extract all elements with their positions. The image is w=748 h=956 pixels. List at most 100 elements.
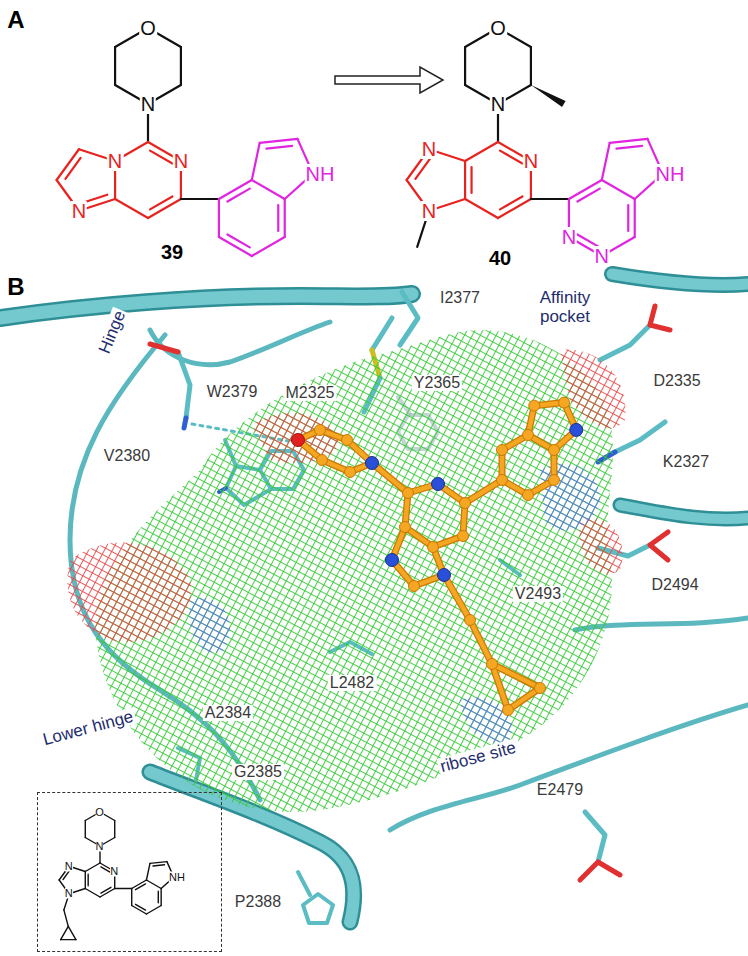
atom-label: NH — [169, 871, 185, 882]
pocket-surface-mesh — [189, 598, 230, 653]
residue-sticks — [298, 872, 310, 895]
ligand-atom — [342, 435, 353, 446]
chemical-bond — [218, 199, 220, 237]
residue-label: A2384 — [203, 705, 253, 721]
chemical-bond — [181, 198, 219, 200]
atom-label: N — [173, 151, 189, 171]
ligand-bond — [372, 463, 408, 493]
chemical-bond — [465, 142, 498, 161]
atom-label: N — [561, 227, 577, 247]
residue-sticks — [585, 812, 605, 862]
ligand-atom — [523, 430, 534, 441]
ligand-atom — [432, 478, 445, 491]
ligand-atom — [366, 457, 379, 470]
atom-label: N — [421, 139, 437, 159]
ligand-atom — [497, 475, 508, 486]
chemical-bond — [61, 926, 69, 939]
residue-label: I2377 — [438, 290, 482, 306]
chemical-bond — [114, 821, 115, 838]
reaction-arrow — [335, 67, 443, 93]
chemical-bond — [158, 889, 161, 906]
residue-label: M2325 — [284, 385, 337, 401]
compound-number: 40 — [488, 248, 512, 268]
protein-ribbon — [0, 294, 412, 318]
residue-label: D2335 — [651, 373, 702, 389]
chemical-bond — [531, 198, 569, 200]
structure-bonds — [407, 28, 663, 256]
ligand-atom — [315, 425, 326, 436]
chemical-bond — [68, 926, 76, 939]
panel-label: B — [6, 275, 25, 299]
ligand-atom — [400, 522, 411, 533]
ligand-atom — [559, 397, 570, 408]
atom-label: NH — [305, 164, 336, 184]
chemical-bond — [57, 149, 81, 180]
protein-ribbon — [150, 322, 330, 365]
chemical-bond — [465, 199, 498, 218]
chemical-bond — [64, 910, 68, 926]
chemical-bond — [150, 862, 167, 866]
chemical-bond — [260, 139, 298, 149]
chemical-bond — [148, 196, 181, 218]
chemical-bond — [132, 904, 147, 914]
chemical-bond — [85, 821, 86, 838]
residue-sticks — [150, 344, 178, 352]
ligand-atom — [458, 531, 469, 542]
residue-sticks — [650, 532, 668, 560]
chemical-bond — [146, 880, 161, 889]
chemical-bond — [180, 47, 182, 85]
residue-label: K2327 — [661, 454, 711, 470]
atom-label: N — [490, 94, 506, 114]
atom-label: N — [421, 201, 437, 221]
ligand-bond — [470, 620, 492, 664]
region-label: Affinity pocket — [538, 289, 593, 326]
atom-label: N — [140, 94, 156, 114]
ligand-bond-outline — [444, 575, 470, 620]
ligand-atom — [535, 683, 546, 694]
ligand-atom — [529, 400, 540, 411]
residue-sticks — [400, 292, 418, 345]
ligand-atom — [292, 434, 305, 447]
residue-label: W2379 — [205, 384, 260, 400]
inset-structure-box: ONNNNNH — [37, 792, 222, 952]
protein-ribbon — [0, 274, 748, 922]
chemical-bond — [278, 199, 284, 237]
residue-sticks — [615, 422, 665, 452]
chemical-bond — [252, 143, 260, 180]
chemical-bond — [85, 889, 100, 898]
chemical-bond — [252, 180, 285, 199]
chemical-bond — [602, 180, 635, 199]
chemical-bond — [498, 196, 531, 218]
ligand-atom — [428, 542, 439, 553]
atom-label: N — [110, 866, 118, 877]
residue-label: P2388 — [233, 894, 283, 910]
pocket-surface-mesh — [579, 518, 622, 574]
residue-label: L2482 — [328, 675, 377, 691]
chemical-bond — [146, 906, 161, 915]
chemical-bond — [464, 47, 466, 85]
ligand-atom — [386, 554, 399, 567]
protein-ribbon — [612, 274, 748, 285]
structure-bonds — [59, 812, 174, 940]
ligand-atom — [523, 490, 534, 501]
ligand-ball-and-stick — [292, 397, 583, 715]
chemical-bond — [115, 888, 132, 889]
residue-sticks — [178, 352, 190, 418]
residue-label: D2494 — [649, 577, 700, 593]
ligand-atom — [409, 581, 420, 592]
chemical-bond — [85, 863, 100, 872]
chemical-bond — [114, 47, 116, 85]
ligand-atom — [438, 569, 451, 582]
residue-sticks — [600, 325, 650, 360]
residue-sticks — [184, 418, 186, 428]
chemical-bond — [115, 199, 148, 218]
atom-label: N — [65, 888, 73, 899]
ligand-atom — [570, 423, 583, 436]
ligand-bond-outline — [465, 480, 502, 503]
residue-label: G2385 — [232, 764, 284, 780]
residue-sticks — [372, 318, 392, 350]
residue-sticks — [580, 862, 620, 880]
atom-label: N — [96, 840, 104, 851]
